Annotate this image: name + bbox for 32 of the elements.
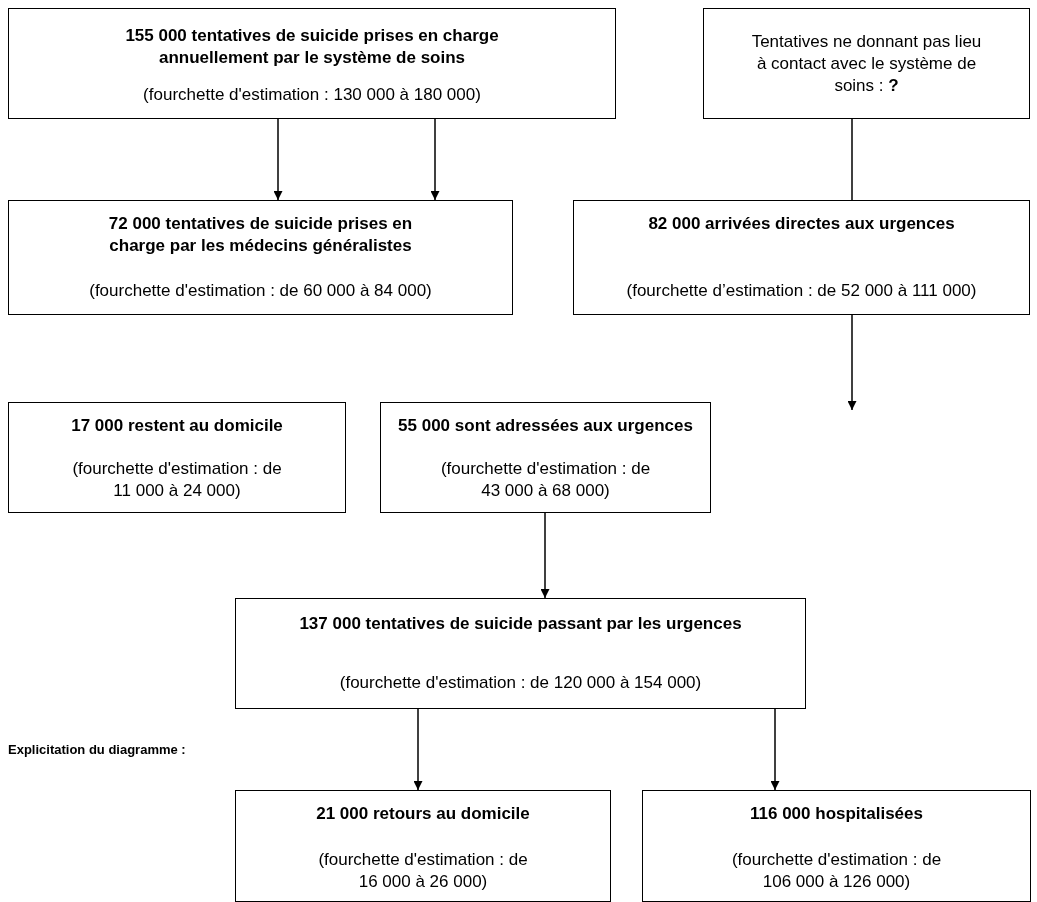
estimate-range: (fourchette d'estimation : de 16 000 à 26 000) — [317, 849, 529, 893]
process-box — [8, 200, 513, 315]
arrow — [540, 512, 550, 599]
estimate-range: (fourchette d’estimation : de 52 000 à 111 000) — [626, 280, 977, 302]
process-box — [8, 402, 346, 513]
estimate-range: (fourchette d'estimation : de 106 000 à 126 000) — [730, 849, 943, 893]
box-title: 82 000 arrivées directes aux urgences — [648, 213, 955, 235]
arrow — [770, 708, 780, 791]
estimate-range: (fourchette d'estimation : de 60 000 à 84 000) — [89, 280, 432, 302]
estimate-range: (fourchette d'estimation : de 120 000 à 154 000) — [339, 672, 702, 694]
process-box — [380, 402, 711, 513]
process-box — [642, 790, 1031, 902]
estimate-range: (fourchette d'estimation : 130 000 à 180 000) — [143, 84, 481, 106]
process-box — [573, 200, 1030, 315]
box-title: 17 000 restent au domicile — [71, 415, 283, 437]
arrow — [430, 118, 440, 201]
box-title: 21 000 retours au domicile — [316, 803, 530, 825]
box-title: 72 000 tentatives de suicide prises en charge par les médecins généralistes — [107, 213, 414, 257]
process-box — [8, 8, 616, 119]
process-box — [703, 8, 1030, 119]
process-box — [235, 790, 611, 902]
box-title: 116 000 hospitalisées — [750, 803, 923, 825]
note-label: Explicitation du diagramme : — [8, 742, 186, 757]
estimate-range: (fourchette d'estimation : de 43 000 à 68 000) — [439, 458, 652, 502]
box-text: Tentatives ne donnant pas lieu à contact avec le système de soins : ? — [751, 30, 982, 97]
box-title: 137 000 tentatives de suicide passant par les urgences — [299, 613, 742, 635]
estimate-range: (fourchette d'estimation : de 11 000 à 24 000) — [71, 458, 283, 502]
arrow — [273, 118, 283, 201]
arrow — [413, 708, 423, 791]
process-box — [235, 598, 806, 709]
box-title: 55 000 sont adressées aux urgences — [398, 415, 693, 437]
box-title: 155 000 tentatives de suicide prises en charge annuellement par le système de soins — [124, 25, 500, 69]
